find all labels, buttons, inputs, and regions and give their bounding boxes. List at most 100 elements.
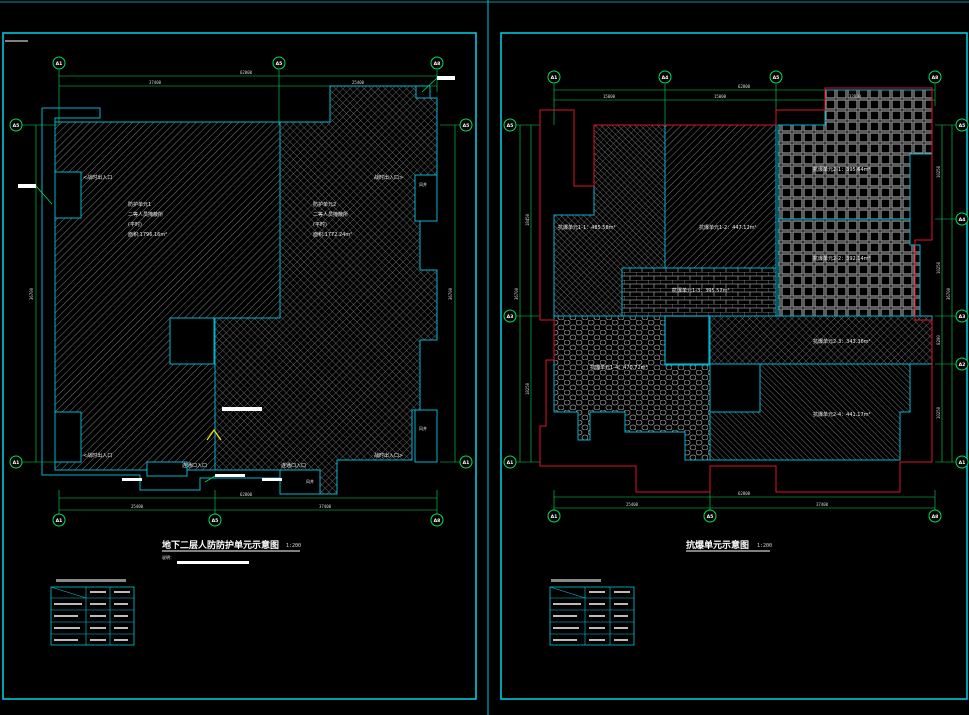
left-axis-top-2 [272, 56, 286, 70]
left-stair-core-sw [54, 411, 82, 463]
right-bottom-dimensions [553, 490, 936, 512]
right-drawing-title: 抗爆单元示意图 [686, 539, 749, 551]
right-side-dimensions [516, 124, 962, 463]
right-axis-top-2 [658, 70, 672, 84]
left-small-label-3: 风井 [306, 478, 314, 484]
left-axis-top-1 [52, 56, 66, 70]
right-axis-top-1-label: A1 [551, 75, 558, 81]
right-dim-total-bottom: 62800 [738, 491, 751, 496]
left-dim-top-seg1: 37400 [149, 80, 162, 85]
left-axis-top-2-label: A5 [276, 61, 283, 67]
unit2-line4: 面积:1772.24m² [313, 231, 352, 238]
blast-unit-1-3-area [621, 267, 777, 317]
right-dim-total-right-sub: 36700 [946, 287, 951, 300]
unit2-line3: (平时) [313, 221, 327, 228]
entrance-e-top: 战时出入口> [374, 174, 403, 181]
blast-unit-2-2-label: 抗爆单元2-2：392.14m² [813, 255, 871, 262]
left-axis-right-1 [459, 118, 473, 132]
right-axis-left-3-label: A1 [507, 460, 514, 466]
right-axis-right-4 [955, 357, 969, 371]
right-axis-right-3 [955, 309, 969, 323]
right-axis-bottom-2 [703, 509, 717, 523]
unit1-line3: (平时) [128, 221, 142, 228]
right-axis-right-2 [955, 212, 969, 226]
blast-unit-1-2-label: 抗爆单元1-2：447.12m² [699, 224, 757, 231]
right-axis-left-3 [503, 455, 517, 469]
right-axis-bottom-3-label: A8 [932, 514, 939, 520]
right-dim-right-seg2: 10250 [936, 261, 941, 274]
right-red-boundary [539, 87, 933, 493]
left-leader-box-2 [437, 76, 455, 80]
right-dim-left-seg1: 18450 [525, 213, 530, 226]
left-leader-3 [204, 475, 216, 483]
left-leader-box-1 [18, 184, 36, 188]
left-axis-right-1-label: A5 [463, 123, 470, 129]
right-axis-right-5 [955, 455, 969, 469]
left-axis-left-1 [9, 118, 23, 132]
blast-unit-1-1-label: 抗爆单元1-1：485.58m² [558, 224, 616, 231]
unit2-line1: 防护单元2 [313, 201, 336, 208]
left-legend-table [50, 579, 135, 646]
blast-unit-2-3-label: 抗爆单元2-3：343.36m² [813, 338, 871, 345]
right-void-center [664, 315, 710, 365]
entrance-w-bottom: <战时出入口 [83, 452, 112, 459]
left-stair-core-nw [54, 171, 82, 219]
right-dim-top-seg2: 15000 [714, 94, 727, 99]
left-note-label: 说明： [162, 554, 174, 560]
left-axis-top-3-label: A8 [434, 61, 441, 67]
left-axis-top-3 [430, 56, 444, 70]
right-axis-bubbles: A1 A4 A5 A8 A1 A5 A8 A5 A3 A1 A5 A4 A3 [503, 70, 969, 523]
right-axis-left-1-label: A5 [507, 123, 514, 129]
left-axis-bottom-1-label: A1 [56, 518, 63, 524]
left-axis-bottom-3-label: A8 [434, 518, 441, 524]
left-axis-right-2-label: A1 [463, 460, 470, 466]
blast-unit-1-2-area [664, 124, 777, 269]
right-dim-right-seg4: 10250 [936, 406, 941, 419]
unit2-line2: 二等人员掩蔽所 [313, 211, 348, 218]
left-axis-bottom-1 [52, 513, 66, 527]
entrance-w-top: <战时出入口 [83, 174, 112, 181]
right-legend-table [549, 579, 635, 646]
left-axis-bottom-3 [430, 513, 444, 527]
left-note-line [177, 561, 249, 564]
right-dim-right-seg3: 8200 [936, 335, 941, 345]
left-leader-2 [421, 77, 438, 93]
blast-unit-1-4-area [553, 315, 711, 461]
entrance-e-bottom: 战时出入口> [374, 452, 403, 459]
left-axis-bottom-2-label: A5 [212, 518, 219, 524]
right-axis-left-2 [503, 309, 517, 323]
left-side-dimensions [22, 124, 470, 463]
unit1-line4: 面积:1796.16m² [128, 231, 167, 238]
left-dim-total-bottom: 62800 [240, 492, 253, 497]
left-axis-bottom-2 [208, 513, 222, 527]
left-stair-core-se [414, 409, 438, 463]
blast-unit-2-1-label: 抗爆单元2-1：395.64m² [813, 166, 871, 173]
right-axis-right-4-label: A2 [959, 362, 966, 368]
left-top-notch [415, 85, 431, 99]
entrance-s-right: 连通口入口 [281, 462, 306, 469]
left-leader-box-3 [222, 407, 262, 411]
left-axis-top-1-label: A1 [56, 61, 63, 67]
right-axis-left-2-label: A3 [507, 314, 514, 320]
left-leader-arrow [206, 428, 222, 441]
left-axis-left-2-label: A1 [13, 460, 20, 466]
left-dim-top-seg2: 25400 [352, 80, 365, 85]
right-axis-bottom-3 [928, 509, 942, 523]
left-leader-box-4 [122, 478, 142, 481]
blast-unit-2-1-area [777, 89, 933, 220]
left-void-center [169, 317, 215, 365]
left-bottom-dimensions [58, 490, 438, 514]
blast-unit-1-1-overlay [554, 125, 665, 316]
right-axis-top-3-label: A5 [773, 75, 780, 81]
right-axis-top-3 [769, 70, 783, 84]
entrance-s-left: 连通口入口 [182, 462, 207, 469]
blast-unit-2-4-area [709, 363, 911, 461]
right-plan: 62800 15000 15000 32800 62800 25400 3740… [503, 70, 969, 646]
right-axis-right-1-label: A5 [959, 123, 966, 129]
left-dim-total-top: 62800 [240, 70, 253, 75]
left-dim-bottom-seg1: 25400 [131, 504, 144, 509]
left-dim-bottom-seg2: 37400 [319, 504, 332, 509]
right-dim-bottom-seg2: 37400 [816, 502, 829, 507]
left-dim-left-total: 36700 [29, 287, 34, 300]
